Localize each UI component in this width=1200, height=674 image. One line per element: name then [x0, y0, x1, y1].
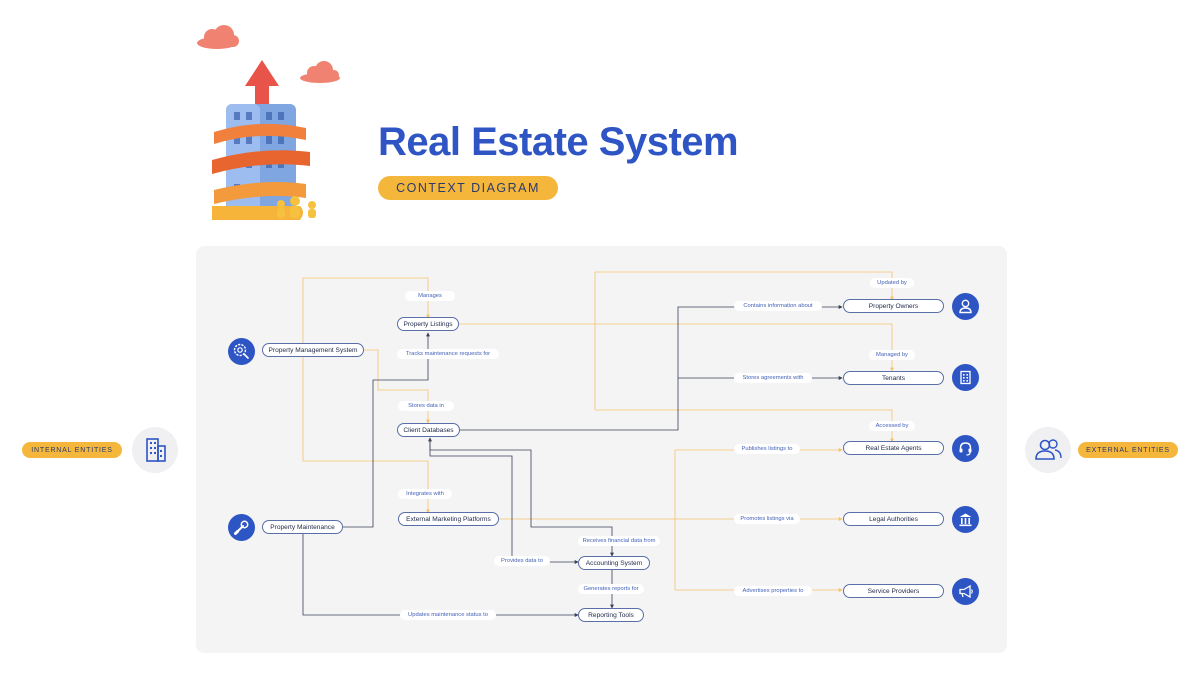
edge-label-tracks-maintenance: Tracks maintenance requests for: [397, 349, 499, 359]
node-legal-authorities[interactable]: Legal Authorities: [843, 512, 944, 526]
courthouse-icon: [959, 513, 972, 527]
edge-label-advertises-properties: Advertises properties to: [734, 586, 812, 596]
property-owners-badge: [952, 293, 979, 320]
node-client-databases[interactable]: Client Databases: [397, 423, 460, 437]
building-icon: [960, 370, 971, 385]
node-real-estate-agents[interactable]: Real Estate Agents: [843, 441, 944, 455]
node-tenants[interactable]: Tenants: [843, 371, 944, 385]
node-external-marketing-platforms[interactable]: External Marketing Platforms: [398, 512, 499, 526]
property-management-system-badge: [228, 338, 255, 365]
edge-label-integrates-with: Integrates with: [398, 489, 452, 499]
node-service-providers[interactable]: Service Providers: [843, 584, 944, 598]
edge-label-stores-data-in: Stores data in: [398, 401, 454, 411]
page-subtitle: CONTEXT DIAGRAM: [378, 176, 558, 200]
legal-authorities-badge: [952, 506, 979, 533]
edge-label-promotes-listings: Promotes listings via: [734, 514, 800, 524]
node-property-owners[interactable]: Property Owners: [843, 299, 944, 313]
edge-label-accessed-by: Accessed by: [869, 421, 915, 431]
edge-label-updates-maintenance: Updates maintenance status to: [400, 610, 496, 620]
edge-label-manages: Manages: [405, 291, 455, 301]
person-icon: [959, 299, 972, 314]
wrench-icon: [234, 520, 249, 535]
edge-label-receives-financial: Receives financial data from: [578, 536, 660, 546]
internal-entities-badge: [132, 427, 178, 473]
edge-label-managed-by: Managed by: [869, 350, 915, 360]
node-property-maintenance[interactable]: Property Maintenance: [262, 520, 343, 534]
page-title: Real Estate System: [378, 120, 739, 164]
headset-icon: [959, 442, 972, 456]
node-property-listings[interactable]: Property Listings: [397, 317, 459, 331]
property-maintenance-badge: [228, 514, 255, 541]
node-property-management-system[interactable]: Property Management System: [262, 343, 364, 357]
edge-label-generates-reports: Generates reports for: [578, 584, 644, 594]
real-estate-agents-badge: [952, 435, 979, 462]
node-accounting-system[interactable]: Accounting System: [578, 556, 650, 570]
external-entities-badge: [1025, 427, 1071, 473]
edge-label-updated-by: Updated by: [870, 278, 914, 288]
external-entities-label: EXTERNAL ENTITIES: [1078, 442, 1178, 458]
internal-entities-label: INTERNAL ENTITIES: [22, 442, 122, 458]
edge-label-contains-information: Contains information about: [734, 301, 822, 311]
megaphone-icon: [959, 584, 973, 599]
edge-label-publishes-listings: Publishes listings to: [734, 444, 800, 454]
office-building-icon: [146, 438, 166, 462]
service-providers-badge: [952, 578, 979, 605]
users-icon: [1035, 439, 1062, 460]
node-reporting-tools[interactable]: Reporting Tools: [578, 608, 644, 622]
tenants-badge: [952, 364, 979, 391]
edge-label-provides-data-to: Provides data to: [494, 556, 550, 566]
gear-search-icon: [233, 343, 249, 359]
edge-label-stores-agreements: Stores agreements with: [734, 373, 812, 383]
